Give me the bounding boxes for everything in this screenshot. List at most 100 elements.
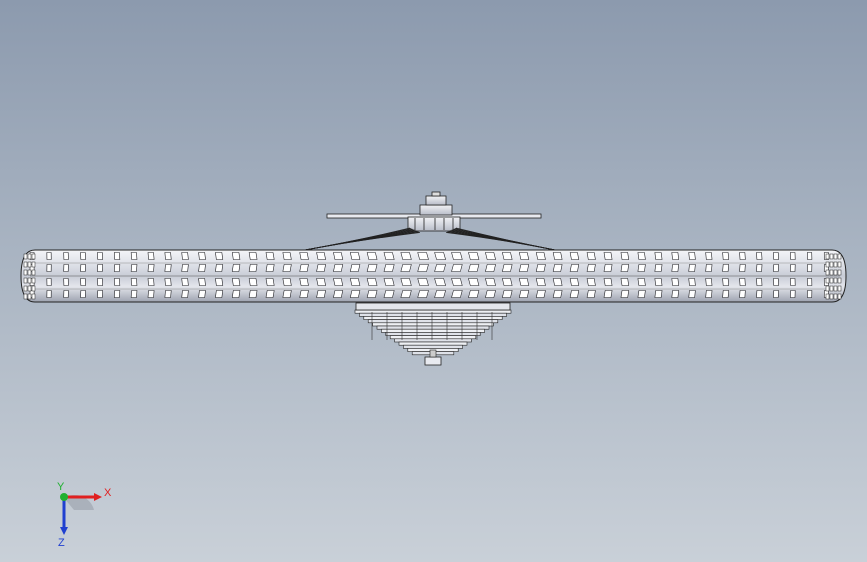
perforation-slot — [349, 278, 361, 286]
perforation-slot — [231, 290, 241, 298]
perforation-slot — [485, 264, 496, 272]
perforation-slot — [739, 278, 746, 286]
perforation-slot — [654, 264, 663, 272]
end-slot — [833, 277, 838, 284]
perforation-slot — [265, 264, 275, 272]
perforation-slot — [97, 278, 103, 286]
perforation-slot — [586, 278, 596, 286]
perforation-slot — [383, 264, 395, 272]
perforation-slot — [434, 252, 446, 260]
perforation-slot — [299, 252, 309, 260]
perforation-slot — [468, 252, 480, 260]
cone-step — [367, 319, 499, 324]
perforation-slot — [468, 264, 480, 272]
perforation-slot — [569, 264, 580, 272]
perforation-slot — [282, 278, 292, 286]
perforation-slot — [434, 278, 446, 286]
perforation-slot — [756, 278, 763, 286]
end-slot — [833, 261, 838, 268]
end-slot — [27, 293, 32, 300]
end-slot — [23, 277, 28, 284]
end-slot — [837, 293, 842, 300]
perforation-slot — [97, 264, 103, 272]
perforation-slot — [299, 278, 309, 286]
perforation-slot — [502, 252, 513, 260]
perforation-slot — [756, 264, 763, 272]
perforation-slot — [113, 278, 121, 286]
perforation-slot — [80, 264, 86, 272]
perforation-slot — [485, 290, 496, 298]
perforation-slot — [400, 290, 412, 298]
perforation-slot — [215, 278, 224, 286]
perforation-slot — [773, 278, 779, 286]
perforation-slot — [722, 264, 730, 272]
perforation-slot — [502, 264, 513, 272]
perforation-slot — [164, 278, 172, 286]
perforation-slot — [807, 252, 813, 260]
end-slot — [833, 293, 838, 300]
perforation-slot — [790, 264, 796, 272]
perforation-slot — [333, 290, 344, 298]
x-axis-label: X — [104, 487, 112, 499]
perforation-slot — [807, 278, 813, 286]
cone-step — [354, 309, 512, 314]
perforation-slot — [282, 264, 292, 272]
perforation-slot — [654, 252, 663, 260]
end-slot — [825, 277, 830, 284]
perforation-slot — [671, 252, 680, 260]
perforation-slot — [722, 252, 730, 260]
end-slot — [27, 277, 32, 284]
cone-step — [394, 338, 472, 343]
perforation-slot — [63, 252, 69, 260]
perforation-slot — [349, 290, 361, 298]
perforation-slot — [603, 290, 613, 298]
perforation-slot — [451, 264, 463, 272]
perforation-slot — [198, 290, 206, 298]
perforation-slot — [620, 252, 630, 260]
perforation-slot — [333, 252, 344, 260]
perforation-slot — [265, 252, 275, 260]
cone-step — [376, 325, 490, 330]
perforation-slot — [756, 252, 763, 260]
perforation-slot — [654, 290, 663, 298]
perforation-slot — [434, 290, 446, 298]
perforation-slot — [705, 290, 713, 298]
perforation-slot — [807, 264, 813, 272]
cone-step — [381, 328, 485, 333]
perforation-slot — [790, 252, 796, 260]
perforation-slot — [552, 278, 563, 286]
perforation-slot — [451, 252, 463, 260]
y-axis-label: Y — [57, 481, 65, 493]
end-slot — [829, 269, 834, 276]
perforation-slot — [468, 278, 480, 286]
perforation-slot — [417, 290, 429, 298]
end-slot — [833, 253, 838, 260]
perforation-slot — [603, 278, 613, 286]
perforation-slot — [417, 278, 429, 286]
end-slot — [829, 253, 834, 260]
coordinate-triad: X Y Z — [57, 481, 112, 549]
perforation-slot — [400, 278, 412, 286]
spoke — [445, 232, 556, 251]
perforation-slot — [113, 290, 121, 298]
end-slot — [825, 269, 830, 276]
end-slot — [829, 285, 834, 292]
perforation-slot — [620, 264, 630, 272]
cone-step — [385, 332, 481, 336]
end-slot — [31, 285, 36, 292]
perforation-slot — [231, 264, 241, 272]
perforation-slot — [620, 290, 630, 298]
perforation-slot — [485, 278, 496, 286]
end-slot — [31, 277, 36, 284]
perforation-slot — [164, 290, 172, 298]
end-slot — [23, 269, 28, 276]
perforation-slot — [569, 252, 580, 260]
perforation-slot — [468, 290, 480, 298]
perforation-slot — [688, 278, 696, 286]
perforation-slot — [80, 290, 86, 298]
perforation-slot — [518, 278, 530, 286]
cone-step — [372, 322, 494, 327]
end-slot — [23, 293, 28, 300]
